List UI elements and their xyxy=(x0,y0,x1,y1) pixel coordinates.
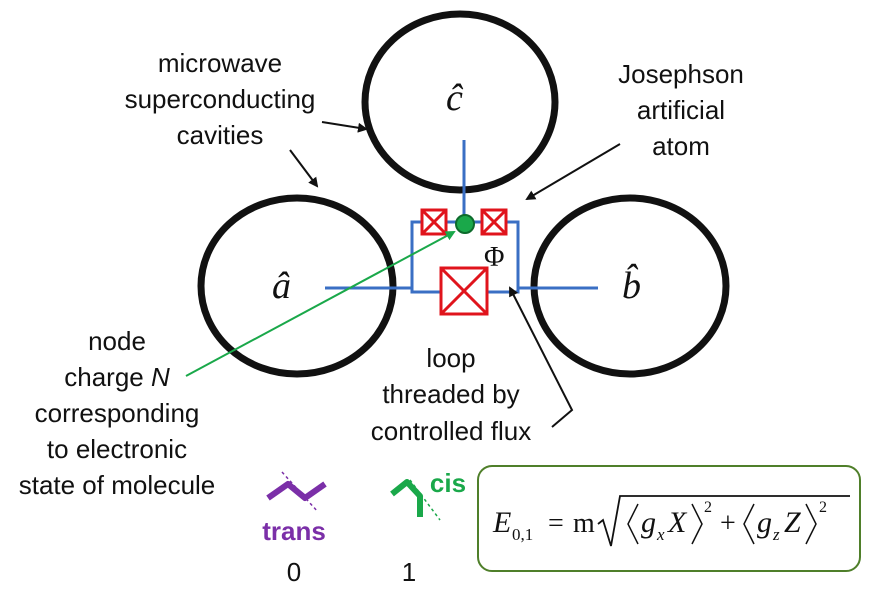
formula-E: E xyxy=(492,506,511,539)
formula-power-2: 2 xyxy=(819,499,827,516)
cavity-b xyxy=(530,194,730,378)
formula-power-1: 2 xyxy=(704,499,712,516)
arrow-to-cavity-c xyxy=(321,121,368,133)
cavities-label-line3: cavities xyxy=(177,120,264,150)
cavities xyxy=(197,10,730,378)
circuit-wires xyxy=(325,140,598,294)
trans-state: 0 xyxy=(287,557,301,587)
formula-X: X xyxy=(667,506,688,539)
junction-small-left xyxy=(420,208,448,236)
node-label-line1: node xyxy=(88,326,146,356)
node-label-line4: to electronic xyxy=(47,434,187,464)
arrow-to-loop xyxy=(509,286,574,428)
formula-equals: = xyxy=(548,508,564,539)
atom-label-line1: Josephson xyxy=(618,59,744,89)
formula-bracket-close-2 xyxy=(805,503,817,545)
node-label-line2: charge N xyxy=(64,362,170,392)
trans-label: trans xyxy=(262,516,326,546)
cavity-a xyxy=(197,194,397,378)
arrow-to-node xyxy=(185,231,456,377)
cavities-label: microwave superconducting cavities xyxy=(125,48,316,150)
formula-bracket-open-1 xyxy=(627,503,639,545)
formula-Z: Z xyxy=(784,506,801,539)
loop-label-line3: controlled flux xyxy=(371,416,531,446)
cavity-c xyxy=(361,10,559,194)
formula-m: m xyxy=(573,508,595,539)
loop-label-line1: loop xyxy=(426,343,475,373)
energy-formula: E 0,1 = m g x X 2 + g z Z 2 xyxy=(492,495,850,547)
atom-label-line3: atom xyxy=(652,131,710,161)
formula-plus: + xyxy=(720,508,736,539)
node-label-line3: corresponding xyxy=(35,398,200,428)
loop-label-line2: threaded by xyxy=(382,379,519,409)
arrow-to-cavity-a xyxy=(289,149,319,188)
formula-g2: g xyxy=(757,506,772,539)
formula-g1: g xyxy=(641,506,656,539)
atom-label: Josephson artificial atom xyxy=(618,59,744,161)
loop-label: loop threaded by controlled flux xyxy=(371,343,531,446)
cavities-label-line1: microwave xyxy=(158,48,282,78)
cavity-b-operator: b̂ xyxy=(622,263,641,307)
formula-sqrt-sign xyxy=(597,495,850,547)
node-label-line5: state of molecule xyxy=(19,470,216,500)
flux-symbol: Φ xyxy=(484,242,504,273)
formula-g2-subscript: z xyxy=(772,525,780,544)
cavity-a-operator: â xyxy=(272,265,291,307)
charge-node xyxy=(455,214,475,234)
arrow-to-atom xyxy=(525,143,621,201)
cis-state: 1 xyxy=(402,557,416,587)
wire-loop-left xyxy=(410,220,441,294)
node-label-variable: N xyxy=(151,362,170,392)
formula-E-subscript: 0,1 xyxy=(512,525,533,544)
node-label-charge: charge xyxy=(64,362,151,392)
junction-large xyxy=(439,266,489,316)
formula-box xyxy=(477,465,861,572)
cavity-c-operator: ĉ xyxy=(446,77,464,119)
cis-label: cis xyxy=(430,468,466,498)
cavities-label-line2: superconducting xyxy=(125,84,316,114)
atom-label-line2: artificial xyxy=(637,95,725,125)
formula-bracket-open-2 xyxy=(743,503,755,545)
formula-g1-subscript: x xyxy=(656,525,665,544)
wire-loop-right xyxy=(487,220,520,294)
trans-molecule-icon xyxy=(266,471,327,513)
node-label: node charge N corresponding to electroni… xyxy=(19,326,216,500)
formula-bracket-close-1 xyxy=(691,503,703,545)
cis-molecule-icon xyxy=(390,479,441,521)
junction-small-right xyxy=(480,208,508,236)
